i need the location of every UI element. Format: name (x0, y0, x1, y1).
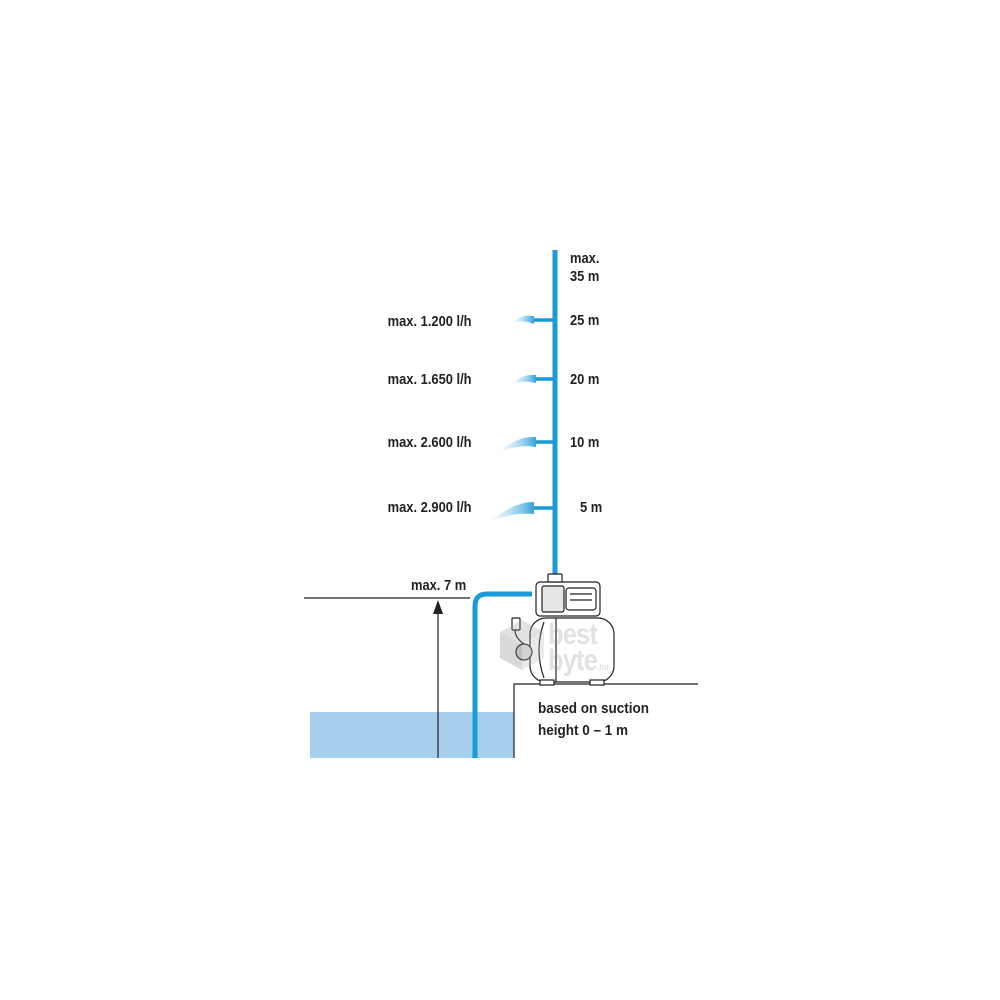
height-label-25m: 25 m (570, 312, 600, 329)
max-height-label: max. 35 m (570, 250, 600, 285)
spray-10m-icon (500, 436, 536, 452)
watermark-text: best byte.hu (548, 618, 609, 680)
suction-height-label: max. 7 m (410, 577, 466, 594)
suction-pipe (472, 591, 532, 758)
ground-line (513, 683, 698, 758)
flow-label-10m: max. 2.600 l/h (388, 434, 472, 451)
watermark-line2: byte.hu (548, 644, 609, 677)
suction-arrow-head-icon (433, 600, 443, 614)
spray-5m-icon (490, 502, 534, 522)
height-label-10m: 10 m (570, 434, 600, 451)
height-label-20m: 20 m (570, 371, 600, 388)
watermark-line1: best (548, 618, 598, 651)
water-reservoir (310, 712, 514, 758)
flow-label-20m: max. 1.650 l/h (388, 371, 472, 388)
flow-label-5m: max. 2.900 l/h (388, 499, 472, 516)
spray-20m-icon (512, 374, 536, 384)
watermark-suffix: .hu (597, 662, 609, 672)
flow-label-25m: max. 1.200 l/h (388, 313, 472, 330)
pump-unit-icon (511, 573, 615, 686)
spray-25m-icon (512, 315, 534, 324)
height-label-5m: 5 m (580, 499, 603, 516)
watermark-logo (500, 620, 544, 670)
suction-note: based on suction height 0 – 1 m (538, 700, 650, 739)
